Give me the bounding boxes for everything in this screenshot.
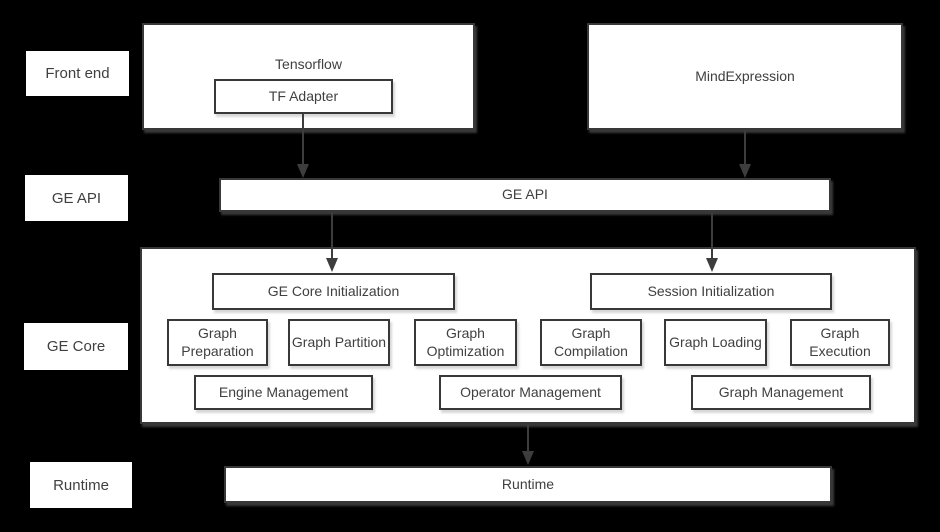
tf-adapter-box: TF Adapter <box>214 79 393 114</box>
arrow-mind-expression-to-ge-api <box>739 130 751 178</box>
ge-api-bar: GE API <box>219 178 831 212</box>
layer-label-runtime: Runtime <box>30 462 132 508</box>
module-graph-preparation: Graph Preparation <box>167 319 268 366</box>
arrow-ge-core-to-runtime <box>522 424 534 465</box>
runtime-bar: Runtime <box>224 466 832 503</box>
module-graph-compilation: Graph Compilation <box>540 319 642 366</box>
layer-label-front-end: Front end <box>26 51 129 96</box>
ge-core-initialization-box: GE Core Initialization <box>212 273 455 310</box>
session-initialization-box: Session Initialization <box>590 273 832 310</box>
module-graph-loading: Graph Loading <box>664 319 767 366</box>
module-graph-execution: Graph Execution <box>790 319 890 366</box>
module-graph-management: Graph Management <box>691 375 871 410</box>
module-graph-partition: Graph Partition <box>288 319 390 366</box>
module-engine-management: Engine Management <box>194 375 373 410</box>
layer-label-ge-api: GE API <box>25 175 128 221</box>
mind-expression-box: MindExpression <box>587 23 903 130</box>
module-graph-optimization: Graph Optimization <box>414 319 517 366</box>
module-operator-management: Operator Management <box>439 375 622 410</box>
layer-label-ge-core: GE Core <box>24 323 128 370</box>
tensorflow-label: Tensorflow <box>275 56 342 72</box>
